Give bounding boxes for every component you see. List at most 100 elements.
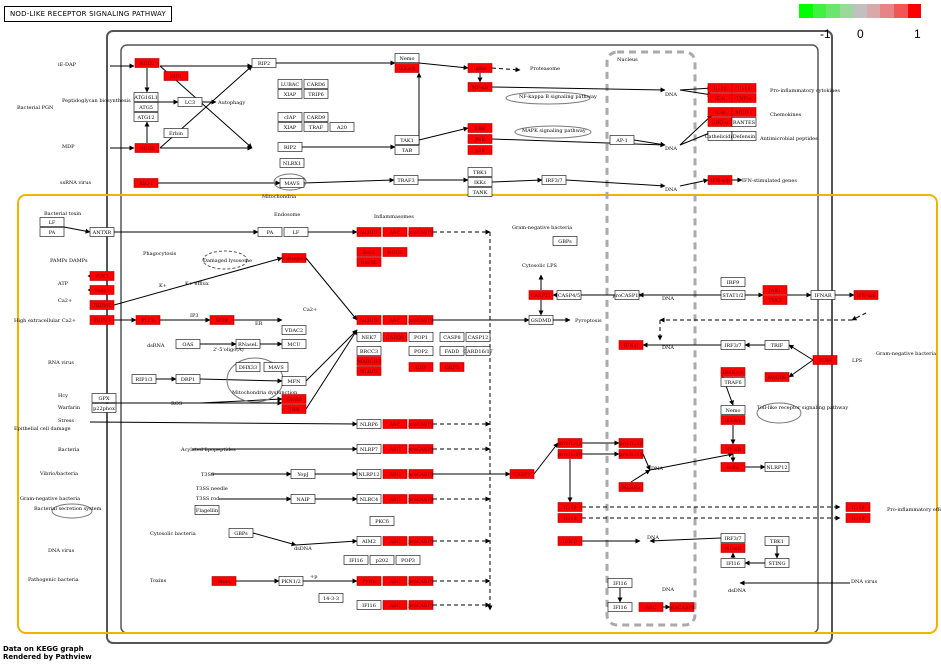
- node-ikkab[interactable]: IKKα/β: [394, 63, 420, 73]
- node-trpm[interactable]: TRPM2: [89, 300, 115, 310]
- node-flag[interactable]: Flagellin: [194, 505, 220, 515]
- node-proil1b[interactable]: pro-IL-1β: [557, 438, 583, 448]
- node-ifnab[interactable]: IFN-α/β: [707, 175, 733, 185]
- node-pa[interactable]: PA: [39, 227, 65, 237]
- node-ciap[interactable]: cIAP: [277, 112, 303, 122]
- node-rip1[interactable]: RIP1: [163, 71, 189, 81]
- node-tbk1[interactable]: TBK1: [467, 167, 493, 177]
- node-nlrp3[interactable]: NLRP3: [356, 315, 382, 325]
- node-endo_lf[interactable]: LF: [283, 227, 309, 237]
- node-nlrp1[interactable]: NLRP1: [356, 227, 382, 237]
- node-rip2b[interactable]: RIP2: [277, 142, 303, 152]
- node-il1b3[interactable]: IL-1β: [845, 502, 871, 512]
- node-dhx33[interactable]: DHX33: [235, 362, 261, 372]
- node-il18a[interactable]: IL-18: [731, 83, 757, 93]
- node-xiap2[interactable]: XIAP: [277, 122, 303, 132]
- node-irf37c[interactable]: IRF3/7: [720, 533, 746, 543]
- node-gbps[interactable]: GBPs: [552, 236, 578, 246]
- node-ifi16b[interactable]: IFI16: [356, 600, 382, 610]
- node-atg16[interactable]: ATG16L1: [133, 92, 159, 102]
- node-atg12[interactable]: ATG12: [133, 112, 159, 122]
- node-lubac[interactable]: LUBAC: [277, 79, 303, 89]
- node-gsdmd[interactable]: GSDMD: [528, 315, 554, 325]
- node-pkcd[interactable]: PKCδ: [369, 516, 395, 526]
- node-nfkb[interactable]: NF-κB: [467, 82, 493, 92]
- node-mcp1[interactable]: MCP-1: [731, 107, 757, 117]
- node-irak[interactable]: IRAK1/4: [720, 367, 746, 377]
- node-bcl2[interactable]: Bcl-2: [356, 247, 382, 257]
- node-casp8[interactable]: CASP8: [439, 332, 465, 342]
- node-casp4b[interactable]: proCASP1: [408, 494, 434, 504]
- node-nod1[interactable]: NOD1: [134, 58, 160, 68]
- node-a20[interactable]: A20: [329, 122, 355, 132]
- node-card6[interactable]: CARD6: [303, 79, 329, 89]
- node-plcb[interactable]: PLCβ: [135, 315, 161, 325]
- node-brcc3[interactable]: BRCC3: [356, 346, 382, 356]
- node-rnasel[interactable]: RNaseL: [235, 339, 261, 349]
- node-rip13[interactable]: RIP1/3: [131, 374, 157, 384]
- node-casp12b[interactable]: proCASP1: [408, 469, 434, 479]
- node-nlrx1[interactable]: NLRX1: [279, 158, 305, 168]
- node-marc[interactable]: MARCH7: [356, 356, 382, 366]
- node-antxr[interactable]: ANTXR: [89, 227, 115, 237]
- node-casp7[interactable]: proCASP1: [408, 444, 434, 454]
- node-asc6[interactable]: ASC: [382, 419, 408, 429]
- node-nfkbb[interactable]: NF-κB: [720, 543, 746, 553]
- node-traf[interactable]: TRAF: [303, 122, 329, 132]
- node-xiap1[interactable]: XIAP: [277, 89, 303, 99]
- node-tak1[interactable]: TAK1: [394, 135, 420, 145]
- node-txnip[interactable]: TXNIP: [281, 394, 307, 404]
- node-nfkb2[interactable]: NF-κB: [720, 444, 746, 454]
- node-casp1c[interactable]: CASP1: [509, 469, 535, 479]
- node-rantes[interactable]: RANTES: [731, 117, 757, 127]
- node-p22[interactable]: p22phox: [91, 403, 117, 413]
- node-nod2b[interactable]: NOD2: [382, 247, 408, 257]
- node-groa[interactable]: GRO-α: [707, 117, 733, 127]
- node-nemo2[interactable]: Nemo: [720, 405, 746, 415]
- node-ifi16d[interactable]: IFI16: [607, 578, 633, 588]
- node-trif[interactable]: TRIF: [764, 340, 790, 350]
- node-nlrp3c[interactable]: NLRP3: [618, 482, 644, 492]
- node-pop3[interactable]: POP3: [395, 555, 421, 565]
- node-casp1a[interactable]: proCASP1: [408, 227, 434, 237]
- node-atg5[interactable]: ATG5: [133, 102, 159, 112]
- node-cathepsin[interactable]: Cathepsin: [281, 253, 308, 263]
- node-irf37b[interactable]: IRF3/7: [720, 340, 746, 350]
- node-il8[interactable]: IL-8: [707, 107, 733, 117]
- node-proil1b2[interactable]: pro-IL-1β: [618, 438, 644, 448]
- node-pannexin[interactable]: Panx1: [89, 285, 115, 295]
- node-il1b2[interactable]: IL-1β: [557, 502, 583, 512]
- node-proc11[interactable]: proCASP11: [612, 290, 642, 300]
- node-caspaim[interactable]: proCASP1: [408, 536, 434, 546]
- node-asc4[interactable]: ASC: [382, 494, 408, 504]
- node-cathel[interactable]: Cathelicidin: [705, 131, 736, 141]
- node-ikk2[interactable]: IKKα/β: [720, 415, 746, 425]
- node-il18c[interactable]: IL-18: [845, 513, 871, 523]
- node-yopj[interactable]: YopJ: [290, 469, 316, 479]
- node-p38[interactable]: p38: [467, 145, 493, 155]
- node-casp1b[interactable]: proCASP1: [408, 315, 434, 325]
- node-p2x7[interactable]: P2X7: [89, 271, 115, 281]
- node-stat1[interactable]: STAT1/2: [720, 290, 746, 300]
- node-tank[interactable]: TANK: [467, 187, 493, 197]
- node-fadd[interactable]: FADD: [439, 346, 465, 356]
- node-caspn[interactable]: proCASP1: [669, 602, 695, 612]
- node-rip2a[interactable]: RIP2: [251, 58, 277, 68]
- node-casppy[interactable]: proCASP1: [408, 576, 434, 586]
- node-ascpy[interactable]: ASC: [382, 576, 408, 586]
- node-ifi16a[interactable]: IFI16: [343, 555, 369, 565]
- node-nek7[interactable]: NEK7: [356, 332, 382, 342]
- node-jnk[interactable]: JNK: [467, 134, 493, 144]
- node-mcu[interactable]: MCU: [281, 339, 307, 349]
- node-tnfa[interactable]: TNF-α: [731, 93, 757, 103]
- node-proil18b[interactable]: pro-IL-18: [618, 449, 644, 459]
- node-ifnar[interactable]: IFNAR: [810, 290, 836, 300]
- node-ifnb[interactable]: IFN-β: [557, 536, 583, 546]
- node-asc1[interactable]: ASC: [382, 227, 408, 237]
- node-casp6[interactable]: proCASP1: [408, 419, 434, 429]
- node-sting[interactable]: STING: [764, 558, 790, 568]
- node-pkn12[interactable]: PKN1/2: [278, 576, 304, 586]
- node-lc3[interactable]: LC3: [177, 97, 203, 107]
- node-nemo[interactable]: Nemo: [394, 53, 420, 63]
- node-x1433[interactable]: 14-3-3: [318, 593, 344, 603]
